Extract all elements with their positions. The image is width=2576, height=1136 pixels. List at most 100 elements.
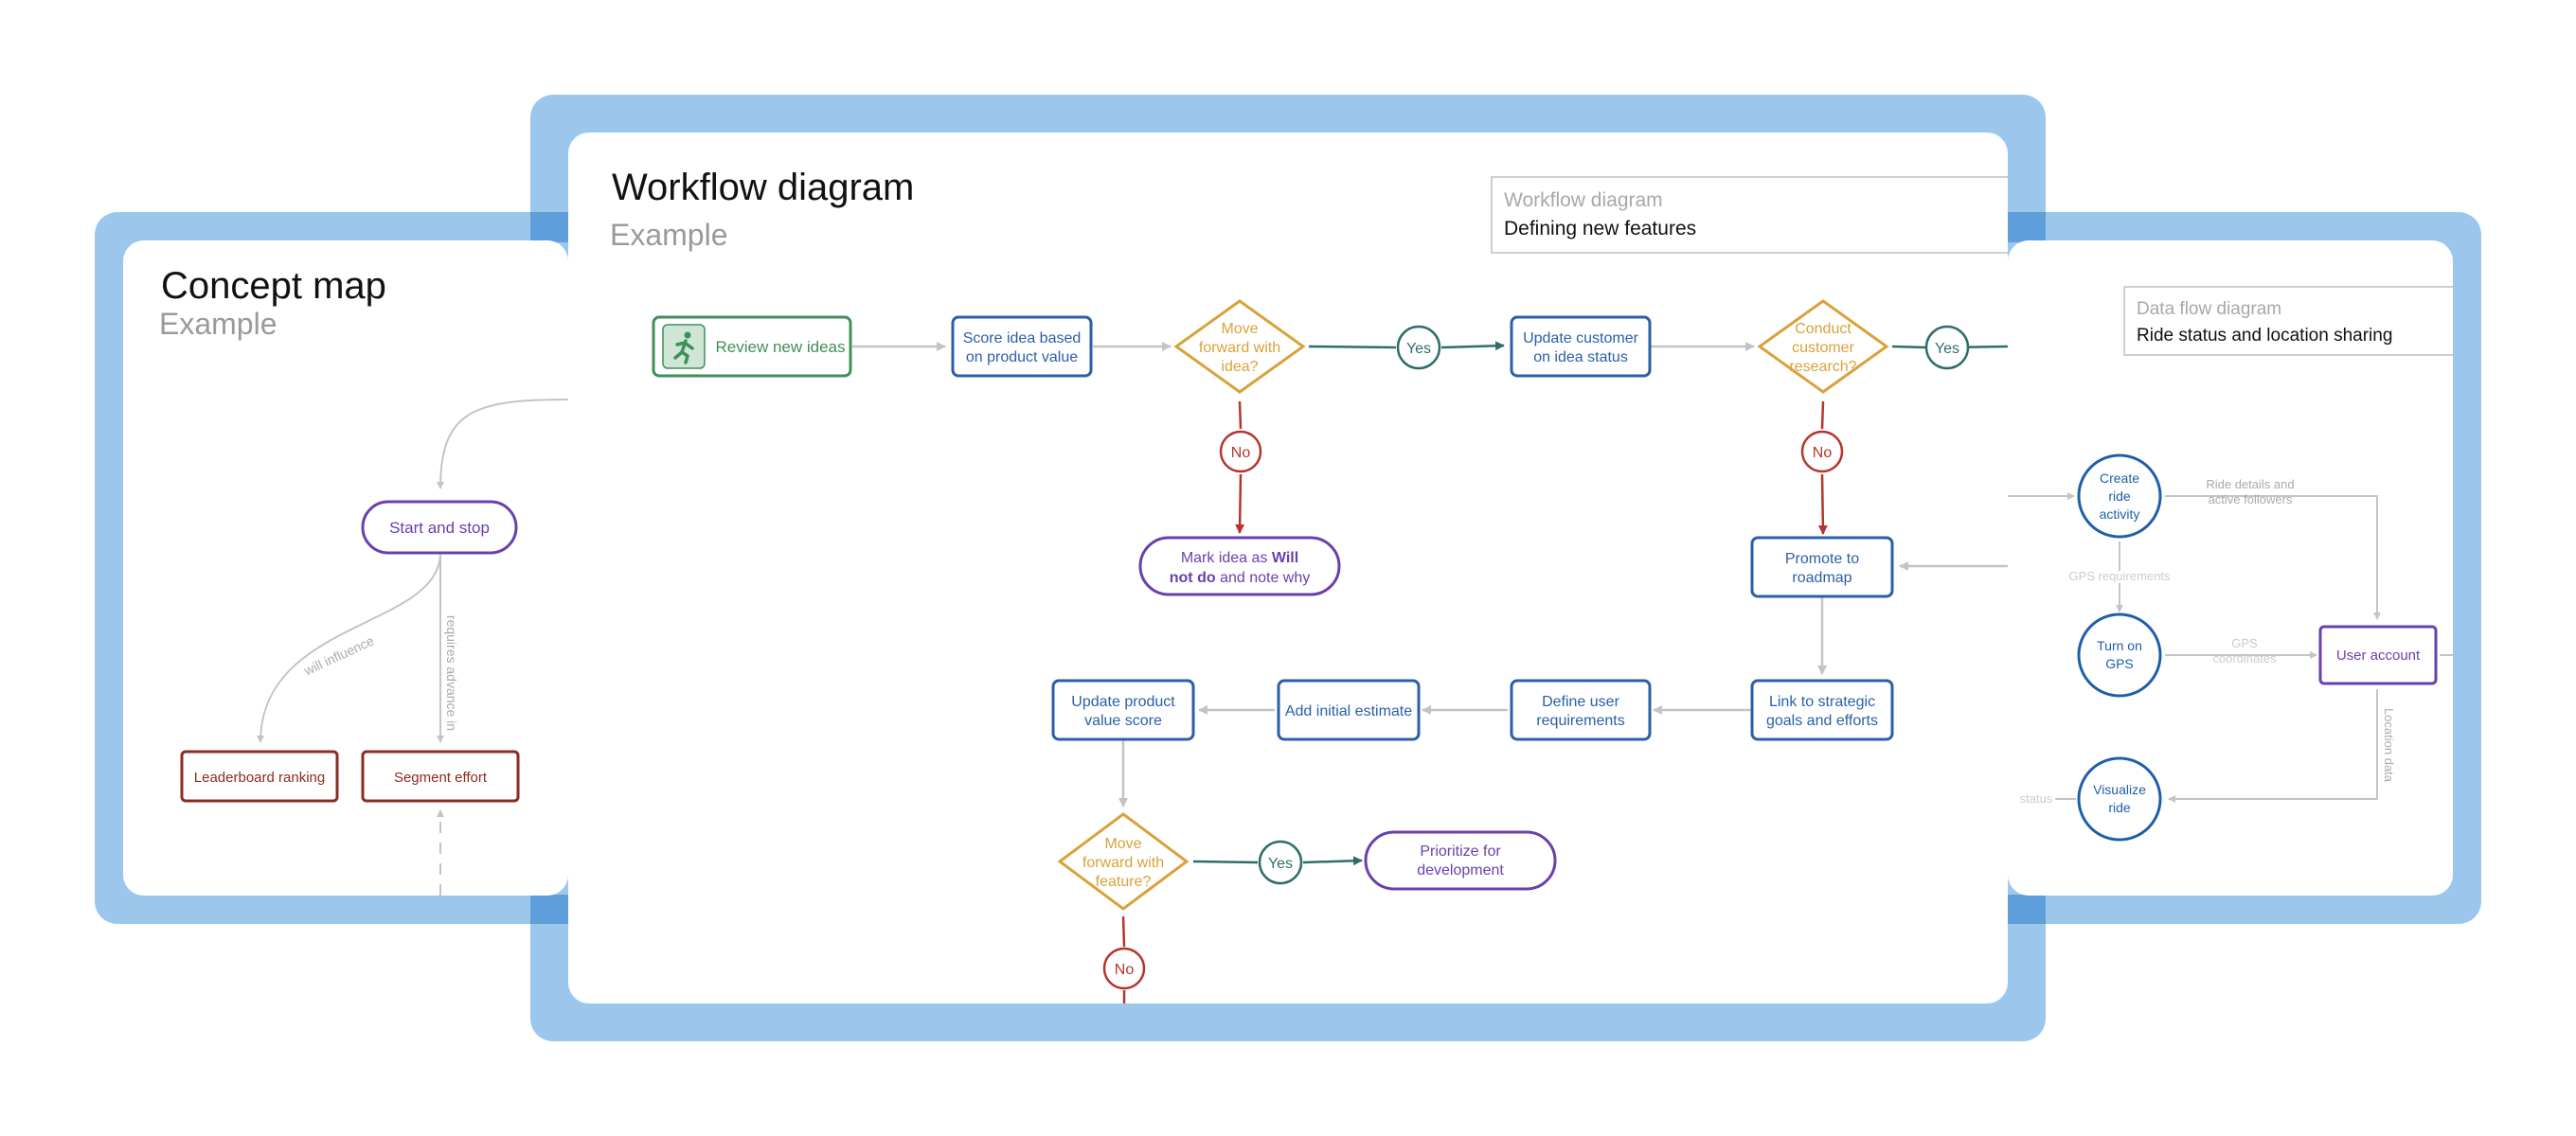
node-leaderboard[interactable]	[180, 750, 339, 803]
no-badge-label: No	[1115, 962, 1135, 978]
no-badge-label: No	[1231, 445, 1251, 461]
node-user-account[interactable]	[2318, 625, 2438, 685]
node-start-stop-label: Start and stop	[389, 519, 490, 537]
no-badge	[1800, 430, 1844, 473]
edge-label-ride-details-2: active followers	[2209, 492, 2293, 506]
node-leaderboard-label: Leaderboard ranking	[194, 770, 325, 786]
node-visualize-label-1: Visualize	[2093, 782, 2146, 797]
edge-label-location: Location data	[2382, 708, 2396, 783]
node-gps-label-1: Turn on	[2097, 638, 2142, 653]
node-visualize-ride[interactable]	[2077, 756, 2162, 842]
node-create-ride-label-1: Create	[2100, 470, 2139, 486]
decision-move-forward-feature[interactable]	[1057, 812, 1190, 911]
yes-badge-label: Yes	[1268, 856, 1293, 872]
node-mark-will-not-do[interactable]	[1138, 536, 1341, 596]
node-visualize-label-2: ride	[2108, 800, 2131, 815]
edge-conduct-yes	[1891, 345, 1927, 349]
node-update-score-label-2: value score	[1084, 713, 1162, 729]
mark-text-pre: Mark idea as	[1181, 550, 1272, 566]
node-update-score[interactable]	[1051, 679, 1195, 741]
concept-map-panel: Concept map Example will influence requi…	[123, 240, 568, 896]
node-define-req-label-1: Define user	[1542, 694, 1619, 710]
edge-move1-yes	[1308, 345, 1397, 349]
node-mark-label-1: Mark idea as Will	[1181, 550, 1298, 566]
edge-label-status: status	[2020, 791, 2053, 806]
workflow-panel: Workflow diagram Example	[568, 133, 2008, 1003]
yes-badge	[1924, 325, 1970, 370]
node-review-ideas-label: Review new ideas	[715, 338, 845, 356]
edge-no-promote	[1817, 473, 1828, 535]
decision-move-feature-label-3: feature?	[1096, 874, 1152, 890]
edge-label-gps-coord-2: coordinates	[2212, 651, 2277, 666]
frame-overlap	[2008, 895, 2046, 924]
mark-text-post: and note why	[1216, 570, 1311, 586]
node-link-goals-label-1: Link to strategic	[1769, 694, 1875, 710]
node-score-idea-label-1: Score idea based	[963, 330, 1082, 346]
decision-move-idea-label-3: idea?	[1221, 359, 1258, 375]
node-prioritize[interactable]	[1364, 830, 1557, 891]
decision-move-feature-label-2: forward with	[1082, 855, 1164, 871]
frame-overlap	[2008, 212, 2046, 242]
node-link-goals[interactable]	[1750, 679, 1894, 741]
node-segment[interactable]	[361, 750, 520, 803]
infobox-label: Data flow diagram	[2137, 299, 2282, 319]
node-define-req-label-2: requirements	[1536, 713, 1624, 729]
concept-map-canvas: will influence requires advance in Start…	[180, 399, 568, 896]
decision-move-idea-label-2: forward with	[1199, 340, 1280, 356]
node-add-estimate-label: Add initial estimate	[1285, 703, 1412, 719]
edge-move1-no	[1238, 400, 1243, 430]
edge-yes-prioritize	[1302, 856, 1363, 866]
frame-overlap	[530, 895, 568, 924]
node-update-customer-label-2: on idea status	[1533, 349, 1628, 365]
workflow-title: Workflow diagram	[612, 167, 915, 208]
flow-ride-details	[2165, 495, 2381, 620]
data-flow-canvas: Ride details and active followers GPS re…	[2008, 453, 2453, 842]
node-create-ride-label-3: activity	[2100, 506, 2140, 522]
data-flow-infobox: Data flow diagram Ride status and locati…	[2123, 286, 2453, 356]
edge-label-ride-details-1: Ride details and	[2206, 477, 2294, 491]
yes-badge	[1258, 840, 1303, 885]
node-promote-label-1: Promote to	[1785, 551, 1859, 567]
node-promote-label-2: roadmap	[1792, 570, 1852, 586]
flow-location	[2168, 689, 2378, 803]
node-start-stop[interactable]	[361, 500, 518, 555]
infobox-value: Defining new features	[1504, 218, 1697, 240]
mark-text-bold1: Will	[1272, 550, 1298, 566]
node-mark-label-2: not do and note why	[1170, 570, 1311, 586]
no-badge	[1102, 947, 1146, 990]
edge-move2-yes	[1192, 860, 1259, 864]
workflow-subtitle: Example	[610, 218, 728, 252]
edge-yes-update	[1440, 341, 1505, 351]
no-badge	[1219, 430, 1262, 473]
node-create-ride-label-2: ride	[2108, 488, 2131, 504]
connector-entry	[437, 399, 568, 489]
edge-label-requires-advance: requires advance in	[444, 615, 459, 731]
mark-text-bold2: not do	[1170, 570, 1216, 586]
decision-conduct-label-1: Conduct	[1795, 321, 1852, 337]
node-prioritize-label-2: development	[1417, 862, 1504, 879]
node-create-ride[interactable]	[2077, 453, 2162, 539]
infobox-label: Workflow diagram	[1504, 189, 1663, 211]
infobox-value: Ride status and location sharing	[2137, 326, 2393, 346]
runner-icon	[673, 331, 694, 364]
concept-map-subtitle: Example	[159, 307, 277, 341]
decision-conduct-research[interactable]	[1757, 299, 1889, 394]
edge-move2-no	[1121, 915, 1126, 948]
workflow-infobox: Workflow diagram Defining new features	[1491, 176, 2008, 254]
node-update-customer-label-1: Update customer	[1523, 330, 1639, 346]
edge-label-will-influence: will influence	[301, 632, 377, 679]
node-define-requirements[interactable]	[1510, 679, 1652, 741]
node-link-goals-label-2: goals and efforts	[1766, 713, 1878, 729]
edge-no-mark	[1235, 473, 1245, 534]
decision-move-forward-idea[interactable]	[1173, 299, 1306, 394]
node-update-customer[interactable]	[1510, 315, 1652, 378]
node-turn-on-gps[interactable]	[2077, 612, 2162, 698]
node-add-estimate[interactable]	[1277, 679, 1421, 741]
node-promote-roadmap[interactable]	[1750, 536, 1894, 598]
yes-badge-label: Yes	[1935, 341, 1959, 357]
node-segment-label: Segment effort	[394, 770, 488, 786]
yes-badge	[1396, 325, 1441, 370]
node-score-idea[interactable]	[951, 315, 1093, 378]
yes-badge-label: Yes	[1406, 341, 1431, 357]
data-flow-panel: Ride details and active followers GPS re…	[2008, 240, 2453, 896]
